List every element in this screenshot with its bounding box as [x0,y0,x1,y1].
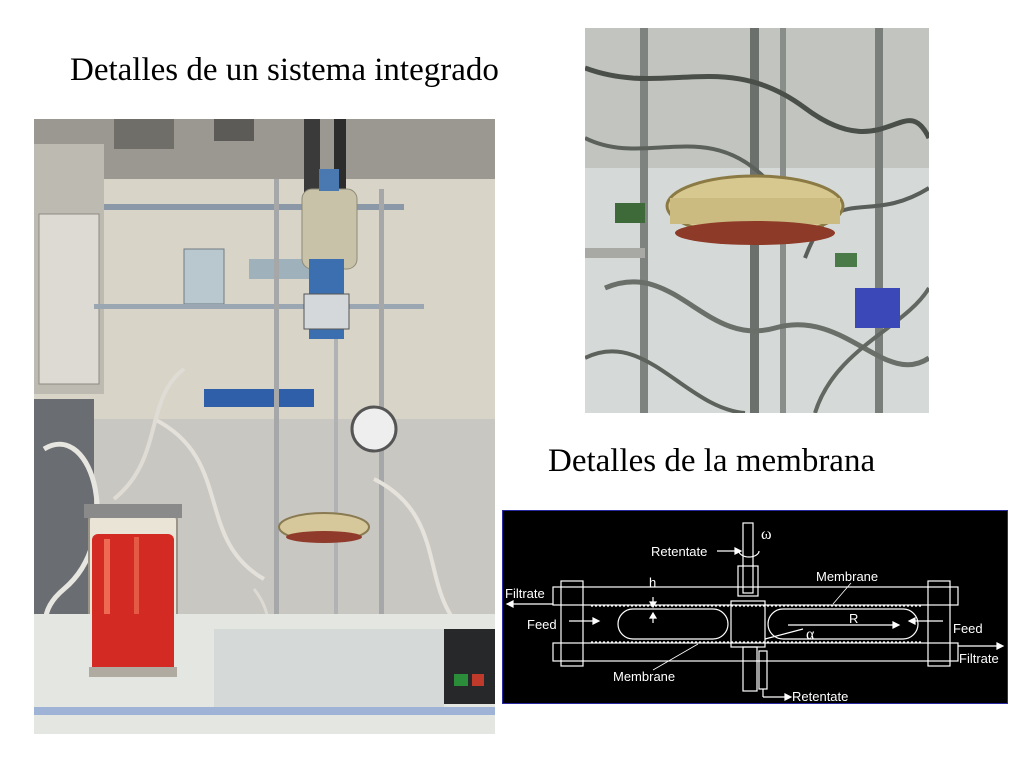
filtrate-left-label: Filtrate [505,586,545,601]
omega-label: ω [761,526,772,543]
feed-right-label: Feed [953,621,983,636]
retentate-bottom-label: Retentate [792,689,848,703]
membrane-section-title: Detalles de la membrana [548,443,876,479]
retentate-top-label: Retentate [651,544,707,559]
membrane-module-closeup-photo [585,28,929,413]
alpha-label: α [806,626,815,643]
feed-left-label: Feed [527,617,557,632]
membrane-schematic-diagram: ω Retentate h Membrane Filtrate Feed R α… [502,510,1008,704]
membrane-top-label: Membrane [816,569,878,584]
slide-title: Detalles de un sistema integrado [70,52,499,88]
h-label: h [649,575,656,590]
lab-setup-photo [34,119,495,734]
membrane-bottom-label: Membrane [613,669,675,684]
r-label: R [849,611,858,626]
filtrate-right-label: Filtrate [959,651,999,666]
